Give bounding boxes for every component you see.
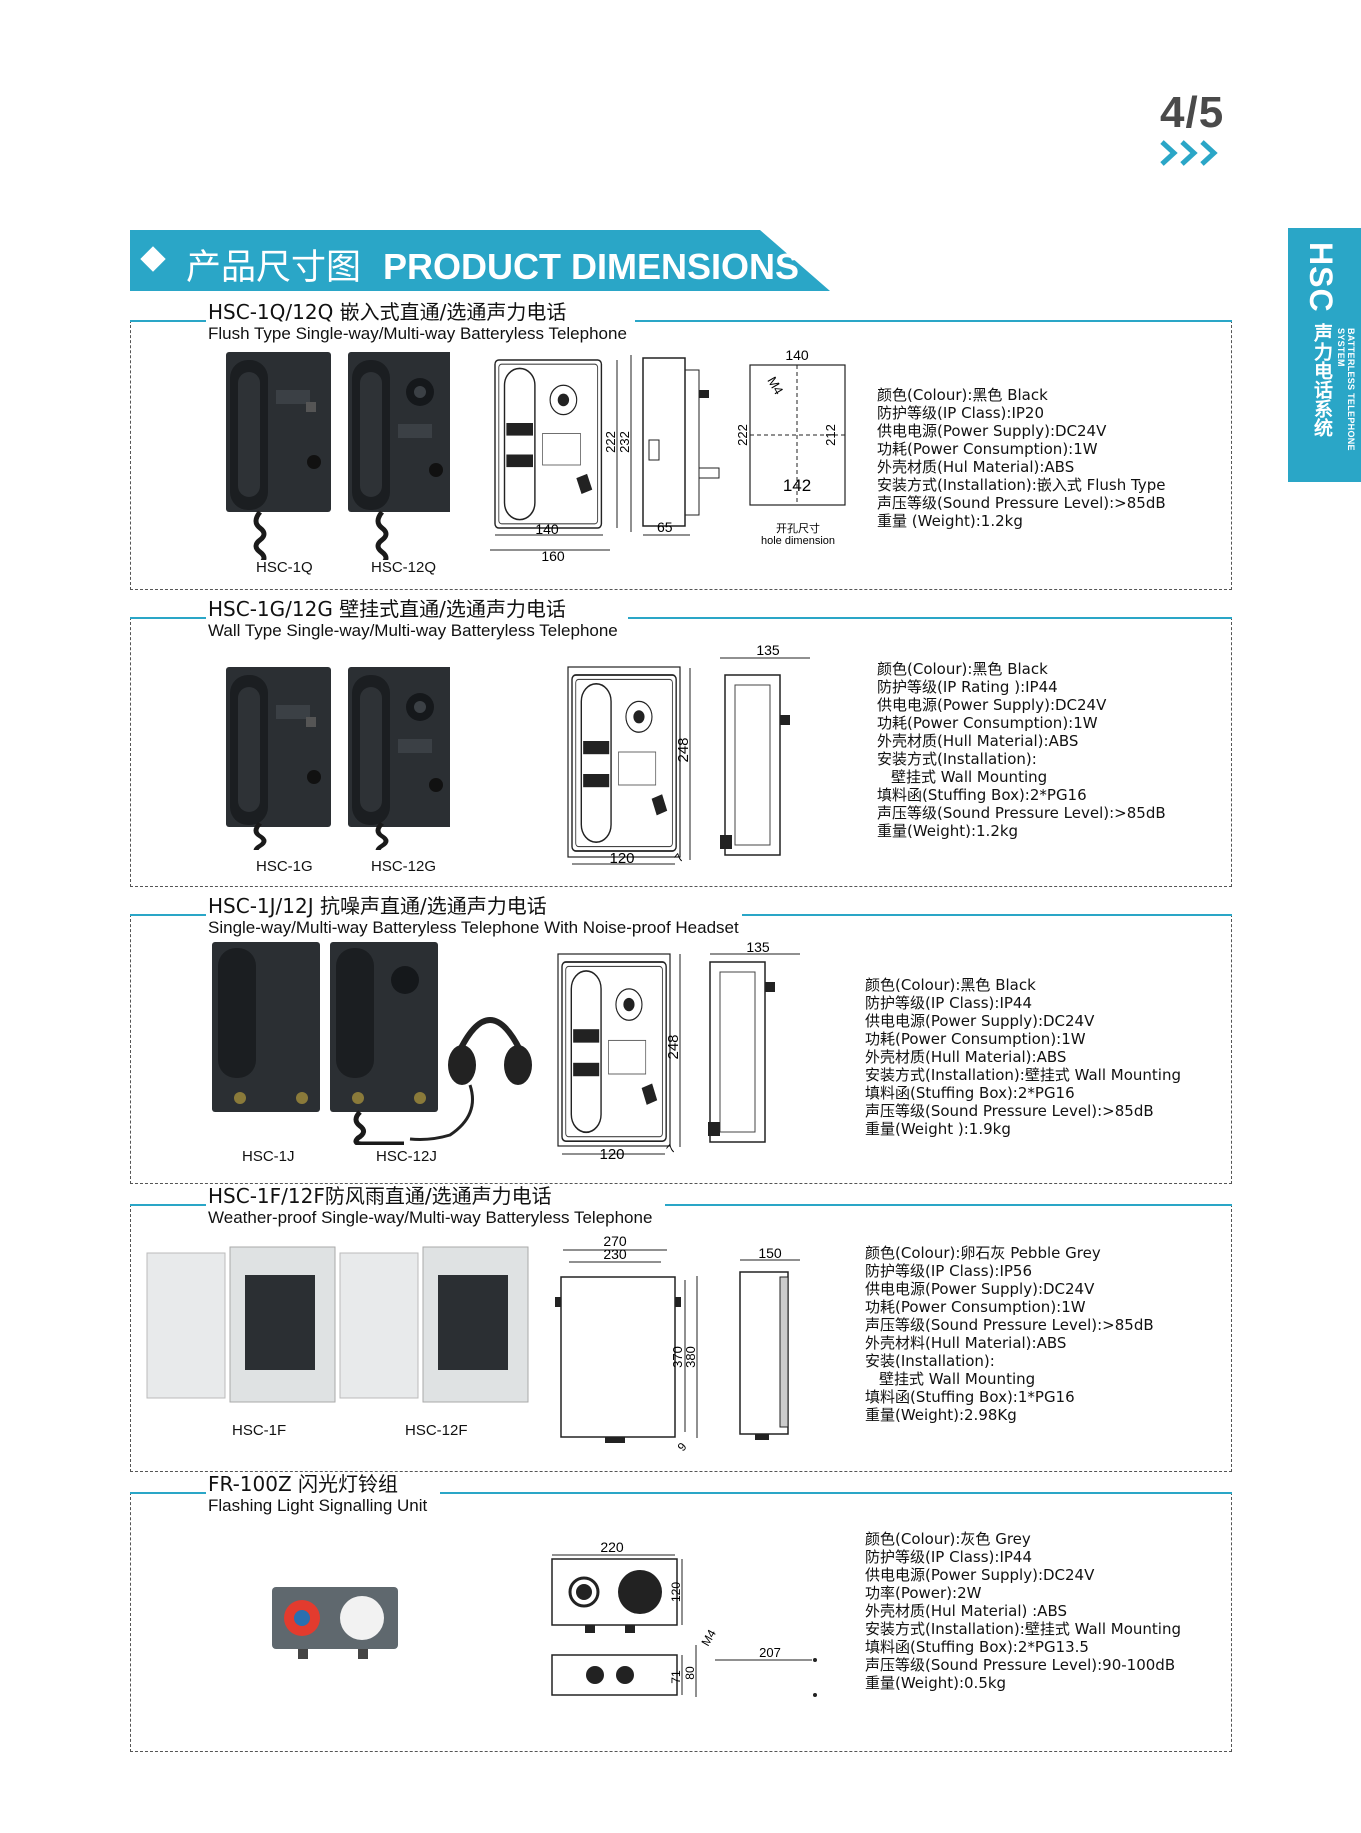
section-title: HSC-1Q/12Q 嵌入式直通/选通声力电话 Flush Type Singl… bbox=[208, 300, 627, 343]
dim-mount: 207 bbox=[759, 1645, 781, 1660]
product-photo-hsc-1j bbox=[212, 942, 532, 1145]
model-label: HSC-1J bbox=[242, 1148, 295, 1165]
model-label: HSC-1F bbox=[232, 1422, 287, 1439]
dim-width-outer: 160 bbox=[541, 548, 565, 564]
dim-height-2: 232 bbox=[617, 431, 632, 453]
dim-height-1: 222 bbox=[603, 431, 618, 453]
dimension-drawing-hsc-1f: 270 230 370 380 9 150 bbox=[555, 1233, 800, 1454]
model-label: HSC-12G bbox=[371, 858, 437, 875]
dim-depth: 150 bbox=[758, 1245, 782, 1261]
telephone-handset-icon bbox=[212, 942, 438, 1145]
dimension-drawing-fr-100z: 220 120 71 80 M4 207 bbox=[551, 1539, 817, 1697]
dimension-drawing-hsc-1q: 140 160 222 232 65 140 142 222 212 M4 开孔… bbox=[490, 350, 846, 564]
telephone-handset-icon bbox=[226, 352, 450, 560]
dim-screw: M4 bbox=[764, 374, 786, 397]
banner-title-cn: 产品尺寸图 bbox=[186, 248, 362, 288]
side-view bbox=[720, 674, 790, 856]
hole-template bbox=[749, 364, 846, 506]
product-photo-fr-100z bbox=[272, 1587, 398, 1659]
flashing-light-icon bbox=[272, 1587, 398, 1659]
section-banner: 产品尺寸图 PRODUCT DIMENSIONS bbox=[130, 230, 830, 291]
section-title: HSC-1J/12J 抗噪声直通/选通声力电话 Single-way/Multi… bbox=[208, 894, 739, 937]
model-label: HSC-12J bbox=[376, 1148, 437, 1165]
product-photo-hsc-1f bbox=[146, 1246, 529, 1403]
model-label: HSC-1G bbox=[256, 858, 313, 875]
side-tab-en: BATTERLESS TELEPHONE SYSTEM bbox=[1336, 328, 1356, 451]
side-view bbox=[642, 357, 720, 527]
dim-hole: 9 bbox=[675, 1440, 690, 1454]
dim-width-outer: 270 bbox=[603, 1233, 627, 1249]
dim-width-inner: 230 bbox=[603, 1246, 627, 1262]
model-label: HSC-12Q bbox=[371, 559, 437, 576]
spec-list: 颜色(Colour):卵石灰 Pebble Grey 防护等级(IP Class… bbox=[865, 1244, 1154, 1424]
side-view bbox=[708, 961, 775, 1143]
side-tab-code: HSC bbox=[1303, 242, 1339, 313]
dim-width-inner: 140 bbox=[535, 521, 559, 537]
hole-caption-en: hole dimension bbox=[761, 535, 835, 547]
dim-width: 120 bbox=[599, 1146, 624, 1163]
dim-hole-right: 212 bbox=[823, 424, 838, 446]
dim-height: 120 bbox=[669, 1582, 683, 1602]
spec-list: 颜色(Colour):灰色 Grey 防护等级(IP Class):IP44 供… bbox=[865, 1530, 1181, 1692]
dim-depth: 65 bbox=[657, 519, 673, 535]
dim-width: 220 bbox=[600, 1539, 624, 1555]
section-title: FR-100Z 闪光灯铃组 Flashing Light Signalling … bbox=[208, 1472, 428, 1515]
telephone-handset-icon bbox=[226, 667, 450, 850]
dim-height-inner: 370 bbox=[670, 1346, 685, 1368]
spec-list: 颜色(Colour):黑色 Black 防护等级(IP Class):IP44 … bbox=[865, 976, 1181, 1138]
dim-hole-top: 140 bbox=[785, 350, 809, 363]
dimension-drawing-hsc-1j: 248 120 7 135 bbox=[557, 942, 800, 1163]
dim-height: 248 bbox=[665, 1034, 682, 1059]
page-number: 4/5 bbox=[1160, 88, 1225, 137]
dim-depth: 135 bbox=[746, 942, 770, 955]
dim-height-outer: 380 bbox=[683, 1346, 698, 1368]
product-photo-hsc-1g bbox=[226, 667, 450, 850]
dim-hole: 7 bbox=[672, 851, 687, 865]
banner-title-en: PRODUCT DIMENSIONS bbox=[383, 246, 800, 287]
enclosure-icon bbox=[146, 1246, 529, 1403]
dim-hole: 7 bbox=[664, 1142, 679, 1156]
model-label: HSC-1Q bbox=[256, 559, 313, 576]
dim-width: 120 bbox=[609, 850, 634, 867]
side-tab: HSC 声力电话系统 BATTERLESS TELEPHONE SYSTEM bbox=[1288, 228, 1361, 482]
dimension-drawing-hsc-1g: 248 120 7 135 bbox=[567, 642, 810, 867]
dim-depth-b: 80 bbox=[683, 1666, 697, 1680]
dim-hole-left: 222 bbox=[735, 424, 750, 446]
model-label: HSC-12F bbox=[405, 1422, 468, 1439]
section-title: HSC-1F/12F防风雨直通/选通声力电话 Weather-proof Sin… bbox=[208, 1184, 653, 1227]
side-tab-cn: 声力电话系统 bbox=[1311, 323, 1332, 438]
section-title: HSC-1G/12G 壁挂式直通/选通声力电话 Wall Type Single… bbox=[208, 597, 618, 640]
dim-screw: M4 bbox=[698, 1627, 719, 1649]
headset-icon bbox=[409, 1017, 532, 1141]
spec-list: 颜色(Colour):黑色 Black 防护等级(IP Rating ):IP4… bbox=[877, 660, 1166, 840]
dim-hole-bottom: 142 bbox=[783, 476, 811, 495]
dim-height: 248 bbox=[675, 737, 692, 762]
spec-list: 颜色(Colour):黑色 Black 防护等级(IP Class):IP20 … bbox=[877, 386, 1166, 530]
hole-caption-cn: 开孔尺寸 bbox=[776, 521, 820, 535]
dim-depth: 135 bbox=[756, 642, 780, 658]
chevron-right-icon bbox=[1160, 140, 1230, 171]
product-photo-hsc-1q bbox=[226, 352, 450, 560]
dim-depth-a: 71 bbox=[669, 1670, 683, 1684]
